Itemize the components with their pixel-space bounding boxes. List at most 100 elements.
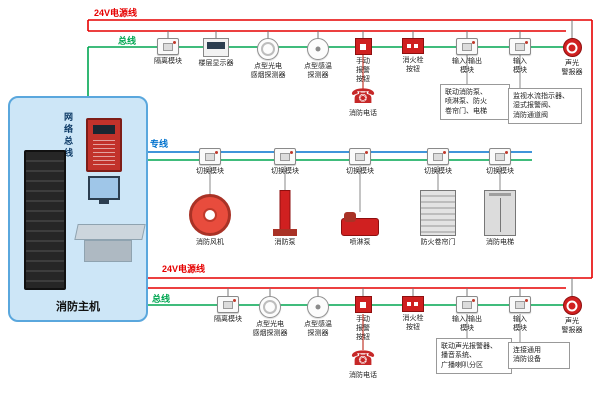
fire-shutter-door-icon: [420, 190, 456, 236]
switch-module-icon: [489, 148, 511, 165]
top-note-linked-equipment: 联动消防泵、 喷淋泵、防火 卷帘门、电梯: [440, 84, 510, 121]
device-smoke-detector: 点型光电 感烟探测器: [248, 296, 292, 339]
device-manual-call-point: 手动 报警 按钮: [341, 38, 385, 84]
floor-display-icon: [203, 38, 229, 57]
device-label: 点型光电 感烟探测器: [250, 63, 286, 79]
device-label: 防火卷帘门: [420, 239, 456, 246]
device-label: 声光 警报器: [561, 60, 583, 76]
switch-module-4: 切换模块: [416, 148, 460, 177]
device-label: 声光 警报器: [561, 318, 583, 334]
device-isolation-module: 隔离模块: [146, 38, 190, 67]
device-isolation-module: 隔离模块: [206, 296, 250, 325]
device-fire-elevator: 消防电梯: [472, 186, 528, 248]
device-label: 喷淋泵: [349, 239, 371, 246]
device-io-module: 输入/输出 模块: [445, 296, 489, 334]
device-label: 点型感温 探测器: [304, 63, 332, 79]
smoke-detector-icon: [257, 38, 279, 60]
manual-call-point-icon: [354, 38, 372, 55]
heat-detector-icon: [307, 296, 329, 318]
fire-host-panel: 网络总线 消防主机: [8, 96, 148, 322]
fire-fan-icon: [189, 194, 231, 236]
fire-telephone-icon: [351, 348, 376, 369]
bottom-note-general-equipment: 连接通用 消防设备: [508, 342, 570, 369]
sounder-strobe-icon: [562, 296, 582, 315]
device-label: 输入 模块: [513, 58, 527, 74]
device-label: 切换模块: [346, 168, 374, 175]
smoke-detector-icon: [259, 296, 281, 318]
switch-module-5: 切换模块: [478, 148, 522, 177]
fire-elevator-icon: [484, 190, 516, 236]
device-hydrant-button: 消火栓 按钮: [391, 296, 435, 333]
switch-module-3: 切换模块: [338, 148, 382, 177]
isolation-module-icon: [217, 296, 239, 313]
device-label: 隔离模块: [214, 316, 242, 323]
device-label: 点型感温 探测器: [304, 321, 332, 337]
sprinkler-pump-icon: [341, 212, 379, 236]
switch-module-icon: [199, 148, 221, 165]
io-module-icon: [456, 296, 478, 313]
device-io-module: 输入/输出 模块: [445, 38, 489, 76]
device-label: 切换模块: [196, 168, 224, 175]
heat-detector-icon: [307, 38, 329, 60]
switch-module-1: 切换模块: [188, 148, 232, 177]
device-label: 切换模块: [424, 168, 452, 175]
device-label: 消防电话: [349, 110, 377, 117]
device-label: 手动 报警 按钮: [356, 316, 370, 341]
device-label: 点型光电 感烟探测器: [252, 321, 288, 337]
fire-host-title: 消防主机: [56, 301, 100, 313]
device-label: 隔离模块: [154, 58, 182, 65]
device-label: 消防电话: [349, 372, 377, 379]
top-fire-telephone: 消防电话: [341, 86, 385, 119]
device-floor-display: 楼层显示器: [194, 38, 238, 69]
device-input-module: 输入 模块: [498, 296, 542, 334]
device-heat-detector: 点型感温 探测器: [296, 296, 340, 339]
bottom-bus-line-label: 总线: [152, 294, 171, 304]
equipment-cabinet-icon: [24, 150, 66, 290]
device-hydrant-button: 消火栓 按钮: [391, 38, 435, 75]
alarm-control-panel-icon: [86, 118, 122, 172]
network-bus-label: 网络总线: [63, 112, 73, 160]
io-module-icon: [456, 38, 478, 55]
switch-module-icon: [349, 148, 371, 165]
device-fire-pump: 消防泵: [257, 186, 313, 248]
device-label: 消火栓 按钮: [402, 315, 424, 331]
fire-telephone-icon: [351, 86, 376, 107]
top-bus-line-label: 总线: [118, 36, 137, 46]
top-note-monitored-equipment: 监视水流指示器、 湿式报警阀、 消防通道阀: [508, 88, 582, 125]
monitor-icon: [88, 176, 120, 200]
device-label: 输入/输出 模块: [452, 316, 482, 332]
device-label: 消防泵: [274, 239, 296, 246]
device-label: 输入/输出 模块: [452, 58, 482, 74]
bottom-note-linked-equipment: 联动声光报警器、 播音系统、 广播喇叭分区: [436, 338, 512, 375]
device-label: 消防风机: [196, 239, 224, 246]
switch-module-icon: [427, 148, 449, 165]
device-fire-fan: 消防风机: [182, 186, 238, 248]
device-label: 楼层显示器: [198, 60, 234, 67]
input-module-icon: [509, 38, 531, 55]
hydrant-button-icon: [402, 38, 424, 54]
switch-module-icon: [274, 148, 296, 165]
switch-module-2: 切换模块: [263, 148, 307, 177]
device-sounder-strobe: 声光 警报器: [550, 38, 594, 78]
device-heat-detector: 点型感温 探测器: [296, 38, 340, 81]
bottom-fire-telephone: 消防电话: [341, 348, 385, 381]
device-sprinkler-pump: 喷淋泵: [332, 186, 388, 248]
device-input-module: 输入 模块: [498, 38, 542, 76]
device-sounder-strobe: 声光 警报器: [550, 296, 594, 336]
input-module-icon: [509, 296, 531, 313]
device-fire-shutter-door: 防火卷帘门: [410, 186, 466, 248]
dedicated-line-label: 专线: [150, 139, 169, 149]
device-manual-call-point: 手动 报警 按钮: [341, 296, 385, 342]
bottom-power-line-label: 24V电源线: [162, 264, 206, 274]
device-label: 切换模块: [271, 168, 299, 175]
device-label: 手动 报警 按钮: [356, 58, 370, 83]
device-label: 消火栓 按钮: [402, 57, 424, 73]
hydrant-button-icon: [402, 296, 424, 312]
manual-call-point-icon: [354, 296, 372, 313]
device-label: 切换模块: [486, 168, 514, 175]
sounder-strobe-icon: [562, 38, 582, 57]
device-label: 输入 模块: [513, 316, 527, 332]
isolation-module-icon: [157, 38, 179, 55]
workstation-desk-icon: [76, 206, 142, 264]
